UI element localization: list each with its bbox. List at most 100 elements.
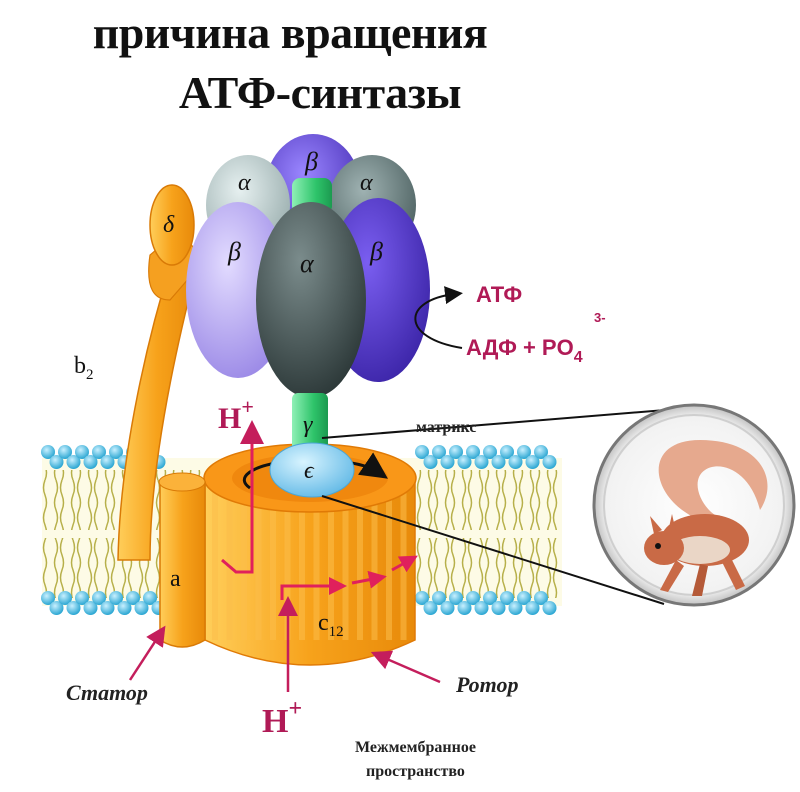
c12-stripe xyxy=(241,490,247,640)
proton-path-inner xyxy=(221,420,264,574)
label-alpha-left: α xyxy=(238,170,251,196)
lipid-head-bead xyxy=(423,601,438,615)
atp-reaction-arrow xyxy=(414,286,463,349)
squirrel-icon xyxy=(644,440,768,596)
lipid-head-bead xyxy=(41,445,55,459)
label-b2: b2 xyxy=(74,353,94,383)
lipid-head-bead xyxy=(432,445,446,459)
lipid-head-bead xyxy=(92,591,106,605)
proton-path-rotor xyxy=(280,555,418,600)
lipid-head-bead xyxy=(66,601,81,615)
lipid-head-bead xyxy=(83,455,98,469)
lipid-head-bead xyxy=(457,601,472,615)
label-a: a xyxy=(170,566,181,592)
c12-stripe xyxy=(299,490,305,640)
label-h-top: H+ xyxy=(218,394,254,435)
c12-stripe xyxy=(255,490,262,640)
rotor-pointer xyxy=(370,650,441,684)
lipid-head-bead xyxy=(517,591,531,605)
label-delta: δ xyxy=(163,212,175,238)
lipid-head-bead xyxy=(508,601,523,615)
lipid-head-bead xyxy=(100,601,115,615)
label-stator: Статор xyxy=(66,680,148,705)
subunit-alpha-center xyxy=(256,202,366,398)
lipid-head-bead xyxy=(525,601,540,615)
lipid-head-bead xyxy=(534,445,548,459)
subunit-delta xyxy=(149,184,195,266)
lipid-head-bead xyxy=(466,591,480,605)
lipid-head-bead xyxy=(143,591,157,605)
label-adp-po4: АДФ + PO4 xyxy=(466,335,583,366)
label-beta-left: β xyxy=(227,237,241,266)
label-intermembrane-1: Межмембранное xyxy=(355,739,476,756)
label-matrix: матрикс xyxy=(416,419,476,436)
subunit-a-stator xyxy=(158,472,206,648)
lipid-head-bead xyxy=(75,445,89,459)
lipid-head-bead xyxy=(500,591,514,605)
lipid-head-bead xyxy=(440,455,455,469)
lipid-head-bead xyxy=(109,591,123,605)
lipid-head-bead xyxy=(134,601,149,615)
lipid-head-bead xyxy=(100,455,115,469)
lipid-head-bead xyxy=(542,455,557,469)
lipid-head-bead xyxy=(126,591,140,605)
label-alpha-center: α xyxy=(300,249,315,278)
label-beta-top: β xyxy=(304,147,318,176)
lipid-head-bead xyxy=(415,591,429,605)
lipid-head-bead xyxy=(92,445,106,459)
lipid-head-bead xyxy=(500,445,514,459)
lipid-head-bead xyxy=(49,455,64,469)
label-alpha-right: α xyxy=(360,170,373,196)
lipid-head-bead xyxy=(449,591,463,605)
c12-stripe xyxy=(328,490,334,640)
lipid-head-bead xyxy=(109,445,123,459)
c12-stripe xyxy=(386,490,392,640)
label-c12: c12 xyxy=(318,610,344,640)
lipid-head-bead xyxy=(474,601,489,615)
lipid-head-bead xyxy=(449,445,463,459)
subunit-epsilon xyxy=(269,442,355,498)
c12-stripe xyxy=(284,490,291,640)
lipid-head-bead xyxy=(440,601,455,615)
lipid-head-bead xyxy=(491,455,506,469)
lipid-head-bead xyxy=(542,601,557,615)
stator-pointer xyxy=(128,625,166,681)
lipid-head-bead xyxy=(58,445,72,459)
squirrel-wheel-inset xyxy=(592,403,796,607)
label-beta-right: β xyxy=(369,237,383,266)
label-po4-charge: 3- xyxy=(594,310,606,325)
lipid-head-bead xyxy=(41,591,55,605)
lipid-head-bead xyxy=(534,591,548,605)
diagram-title-line1: причина вращения xyxy=(92,7,488,58)
c12-stripe xyxy=(357,490,363,640)
lipid-head-bead xyxy=(474,455,489,469)
label-rotor: Ротор xyxy=(455,672,518,697)
label-gamma: γ xyxy=(303,412,313,438)
c12-stripe xyxy=(212,490,218,640)
label-h-bottom: H+ xyxy=(262,696,302,740)
c12-stripe xyxy=(313,490,320,640)
lipid-head-bead xyxy=(508,455,523,469)
lipid-head-bead xyxy=(49,601,64,615)
lipid-head-bead xyxy=(457,455,472,469)
lipid-head-bead xyxy=(423,455,438,469)
c12-stripe xyxy=(342,490,349,640)
subunit-c12-ring xyxy=(203,443,417,666)
subunit-labels: β α α β β α δ γ ϵ xyxy=(163,147,383,484)
label-atp: АТФ xyxy=(476,282,522,307)
lipid-head-bead xyxy=(483,591,497,605)
lipid-head-bead xyxy=(491,601,506,615)
lipid-head-bead xyxy=(517,445,531,459)
zoom-lines xyxy=(321,407,691,605)
lipid-head-bead xyxy=(432,591,446,605)
lipid-head-bead xyxy=(525,455,540,469)
lipid-head-bead xyxy=(415,445,429,459)
subunit-gamma xyxy=(292,393,328,453)
lipid-head-bead xyxy=(75,591,89,605)
lipid-head-bead xyxy=(58,591,72,605)
lipid-head-bead xyxy=(83,601,98,615)
lipid-head-bead xyxy=(483,445,497,459)
lipid-head-bead xyxy=(66,455,81,469)
lipid-head-bead xyxy=(117,601,132,615)
